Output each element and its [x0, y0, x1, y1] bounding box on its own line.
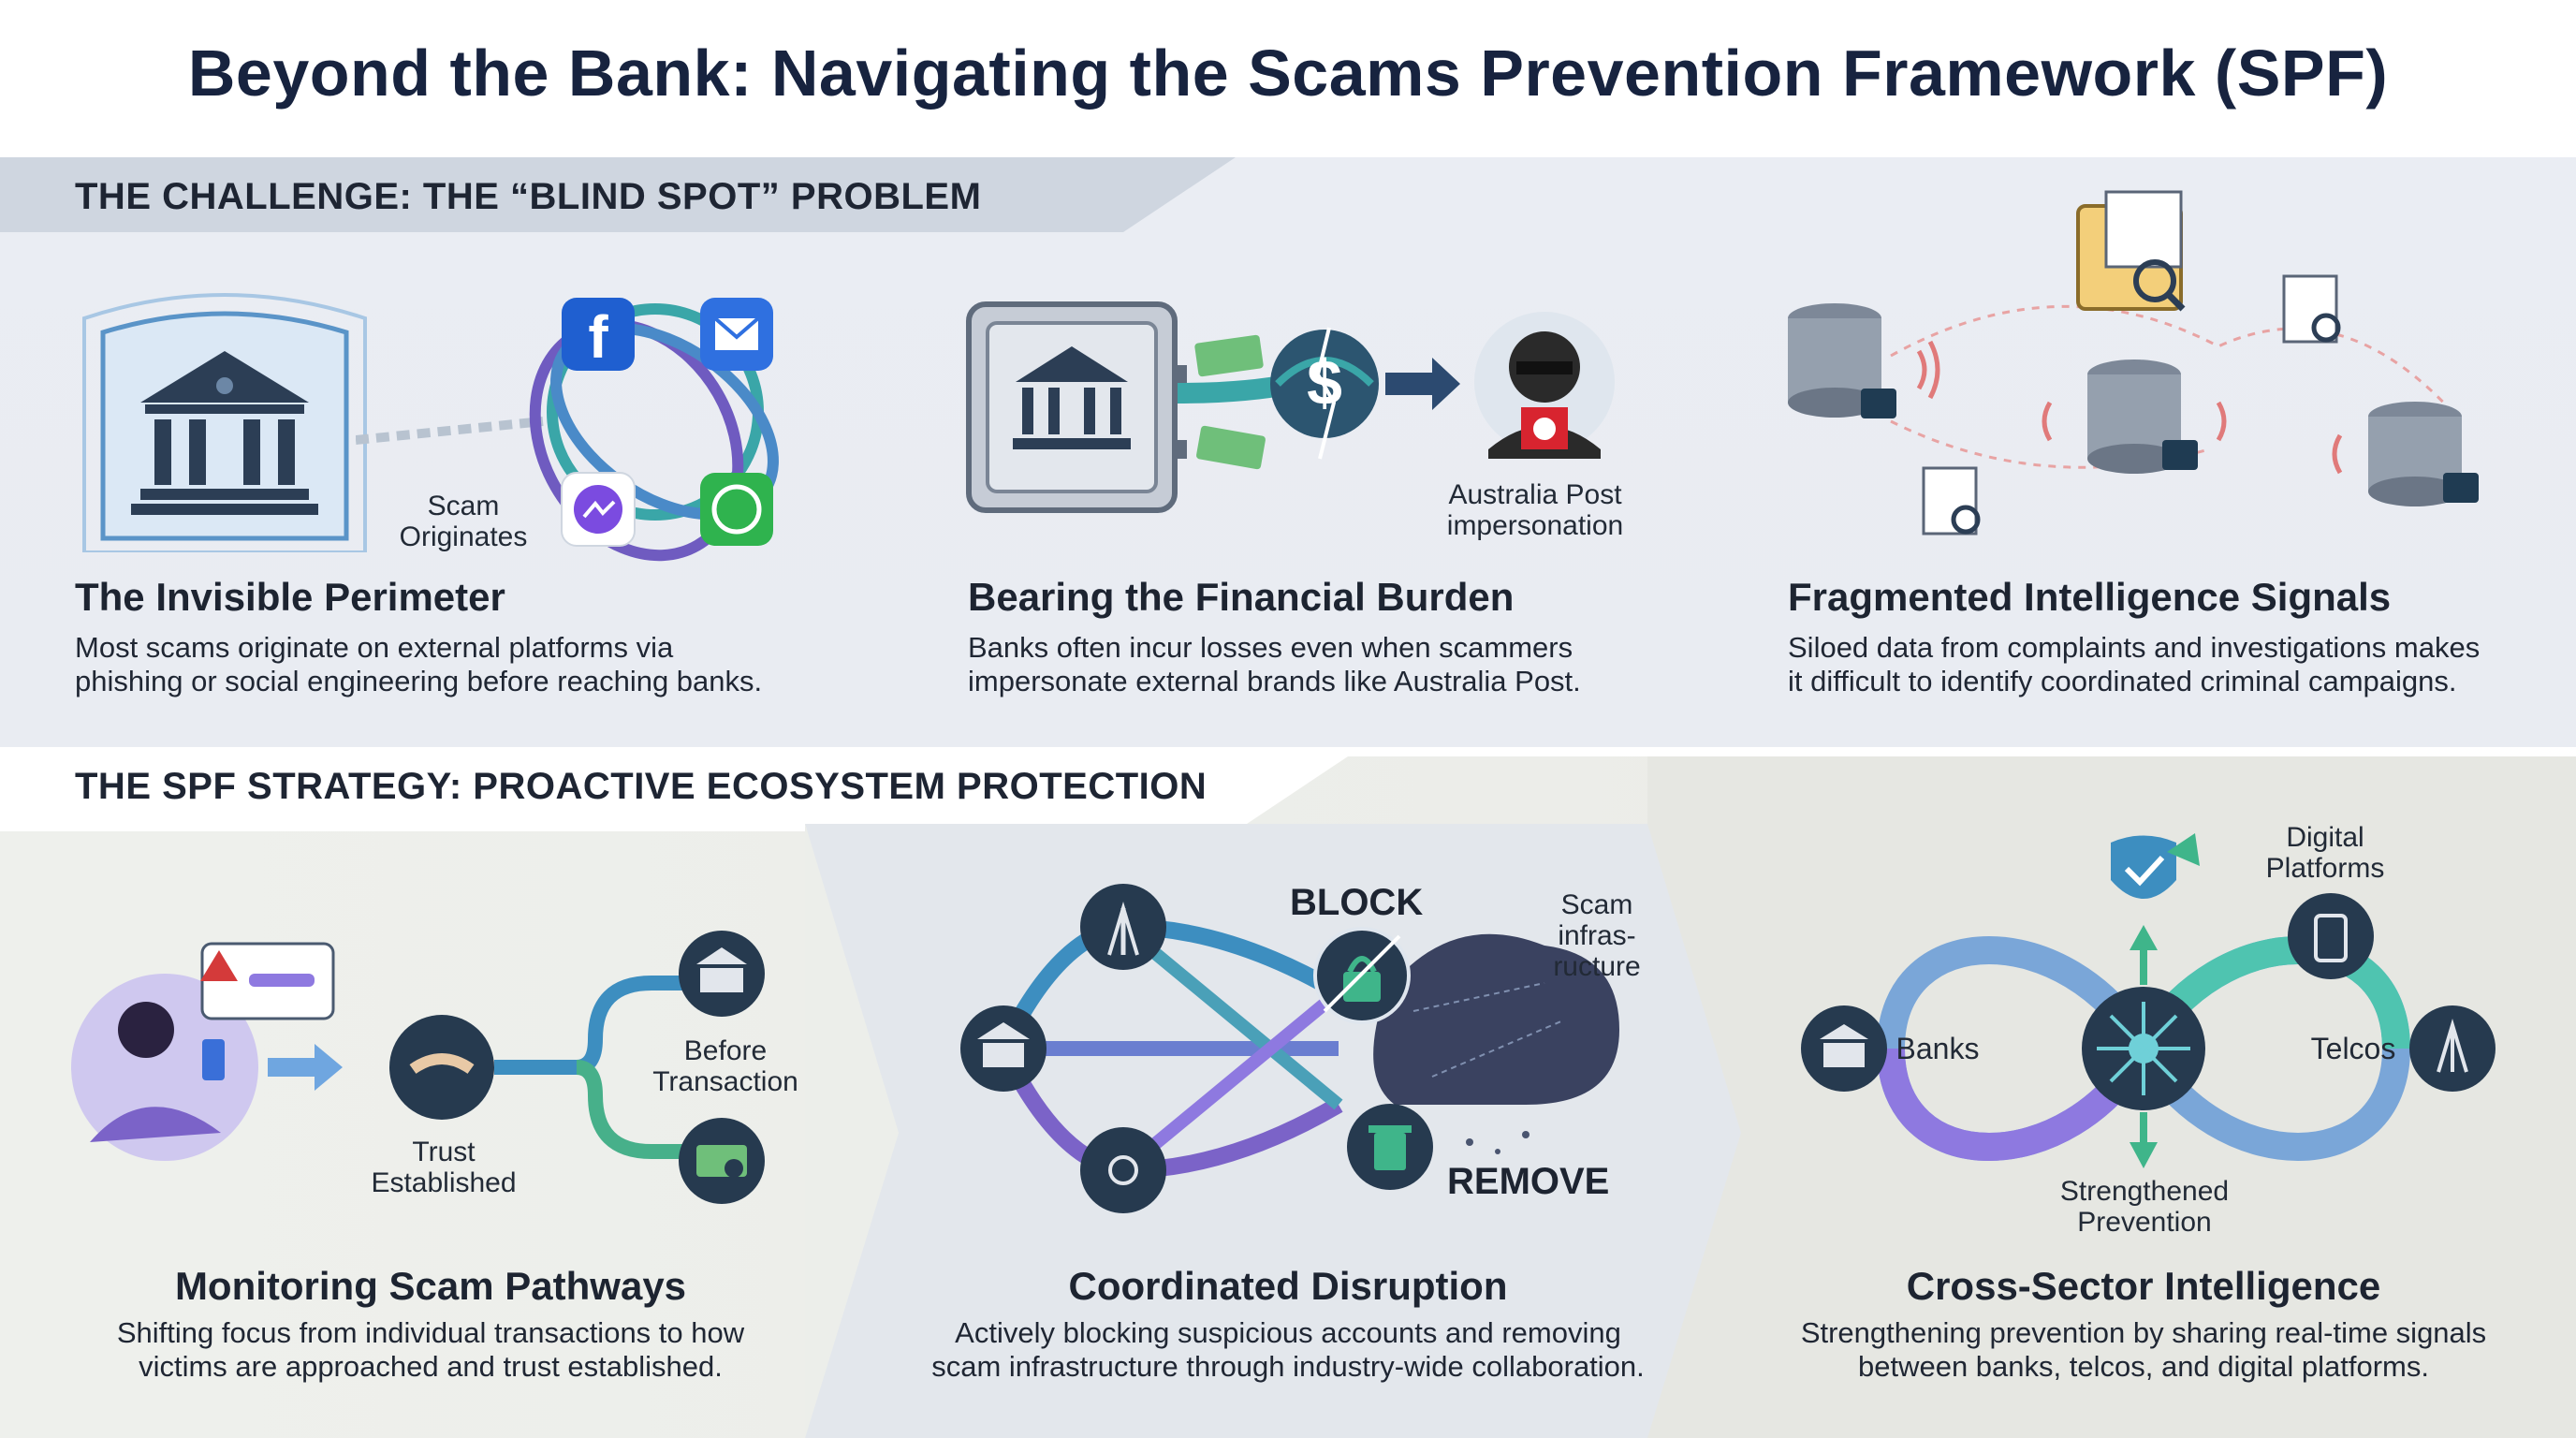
challenge-heading: THE CHALLENGE: THE “BLIND SPOT” PROBLEM [75, 176, 982, 217]
card-desc-disruption: Actively blocking suspicious accounts an… [931, 1316, 1645, 1383]
card-desc-monitoring: Shifting focus from individual transacti… [116, 1316, 745, 1383]
card-title-invisible-perimeter: The Invisible Perimeter [75, 575, 505, 619]
trust-established-label: Trust Established [371, 1137, 517, 1198]
scam-pathway-icon [71, 931, 765, 1204]
strengthened-prevention-label: Strengthened Prevention [2059, 1176, 2230, 1238]
bank-shield-icon [82, 293, 367, 552]
digital-platforms-label: Digital Platforms [2265, 822, 2385, 884]
scam-originates-label: Scam Originates [399, 491, 528, 552]
card-desc-financial-burden: Banks often incur losses even when scamm… [968, 631, 1581, 697]
before-transaction-label: Before Transaction [652, 1035, 798, 1097]
remove-label: REMOVE [1447, 1161, 1610, 1202]
card-title-disruption: Coordinated Disruption [1068, 1264, 1508, 1308]
platform-knot-icon: f [356, 298, 779, 562]
strategy-heading: THE SPF STRATEGY: PROACTIVE ECOSYSTEM PR… [75, 766, 1208, 807]
australia-post-label: Australia Post impersonation [1446, 479, 1624, 541]
siloed-databases-icon [1788, 190, 2479, 536]
block-label: BLOCK [1290, 882, 1424, 923]
page-title: Beyond the Bank: Navigating the Scams Pr… [187, 37, 2389, 110]
disruption-network-icon [960, 884, 1619, 1213]
card-title-monitoring: Monitoring Scam Pathways [174, 1264, 687, 1308]
strategy-header-banner [0, 756, 1348, 831]
card-title-financial-burden: Bearing the Financial Burden [968, 575, 1515, 619]
card-title-fragmented-signals: Fragmented Intelligence Signals [1788, 575, 2392, 619]
card-desc-cross-sector: Strengthening prevention by sharing real… [1800, 1316, 2487, 1383]
vault-money-thief-icon: $ [966, 301, 1615, 513]
svg-text:f: f [588, 303, 608, 371]
infinity-loop-icon [1801, 833, 2496, 1168]
challenge-header-banner [0, 157, 1236, 232]
card-desc-fragmented-signals: Siloed data from complaints and investig… [1788, 631, 2481, 697]
card-desc-invisible-perimeter: Most scams originate on external platfor… [75, 631, 763, 697]
scam-infrastructure-label: Scam infras- ructure [1553, 889, 1641, 982]
card-title-cross-sector: Cross-Sector Intelligence [1906, 1264, 2381, 1308]
banks-label: Banks [1895, 1032, 1980, 1065]
telcos-label: Telcos [2310, 1032, 2396, 1065]
